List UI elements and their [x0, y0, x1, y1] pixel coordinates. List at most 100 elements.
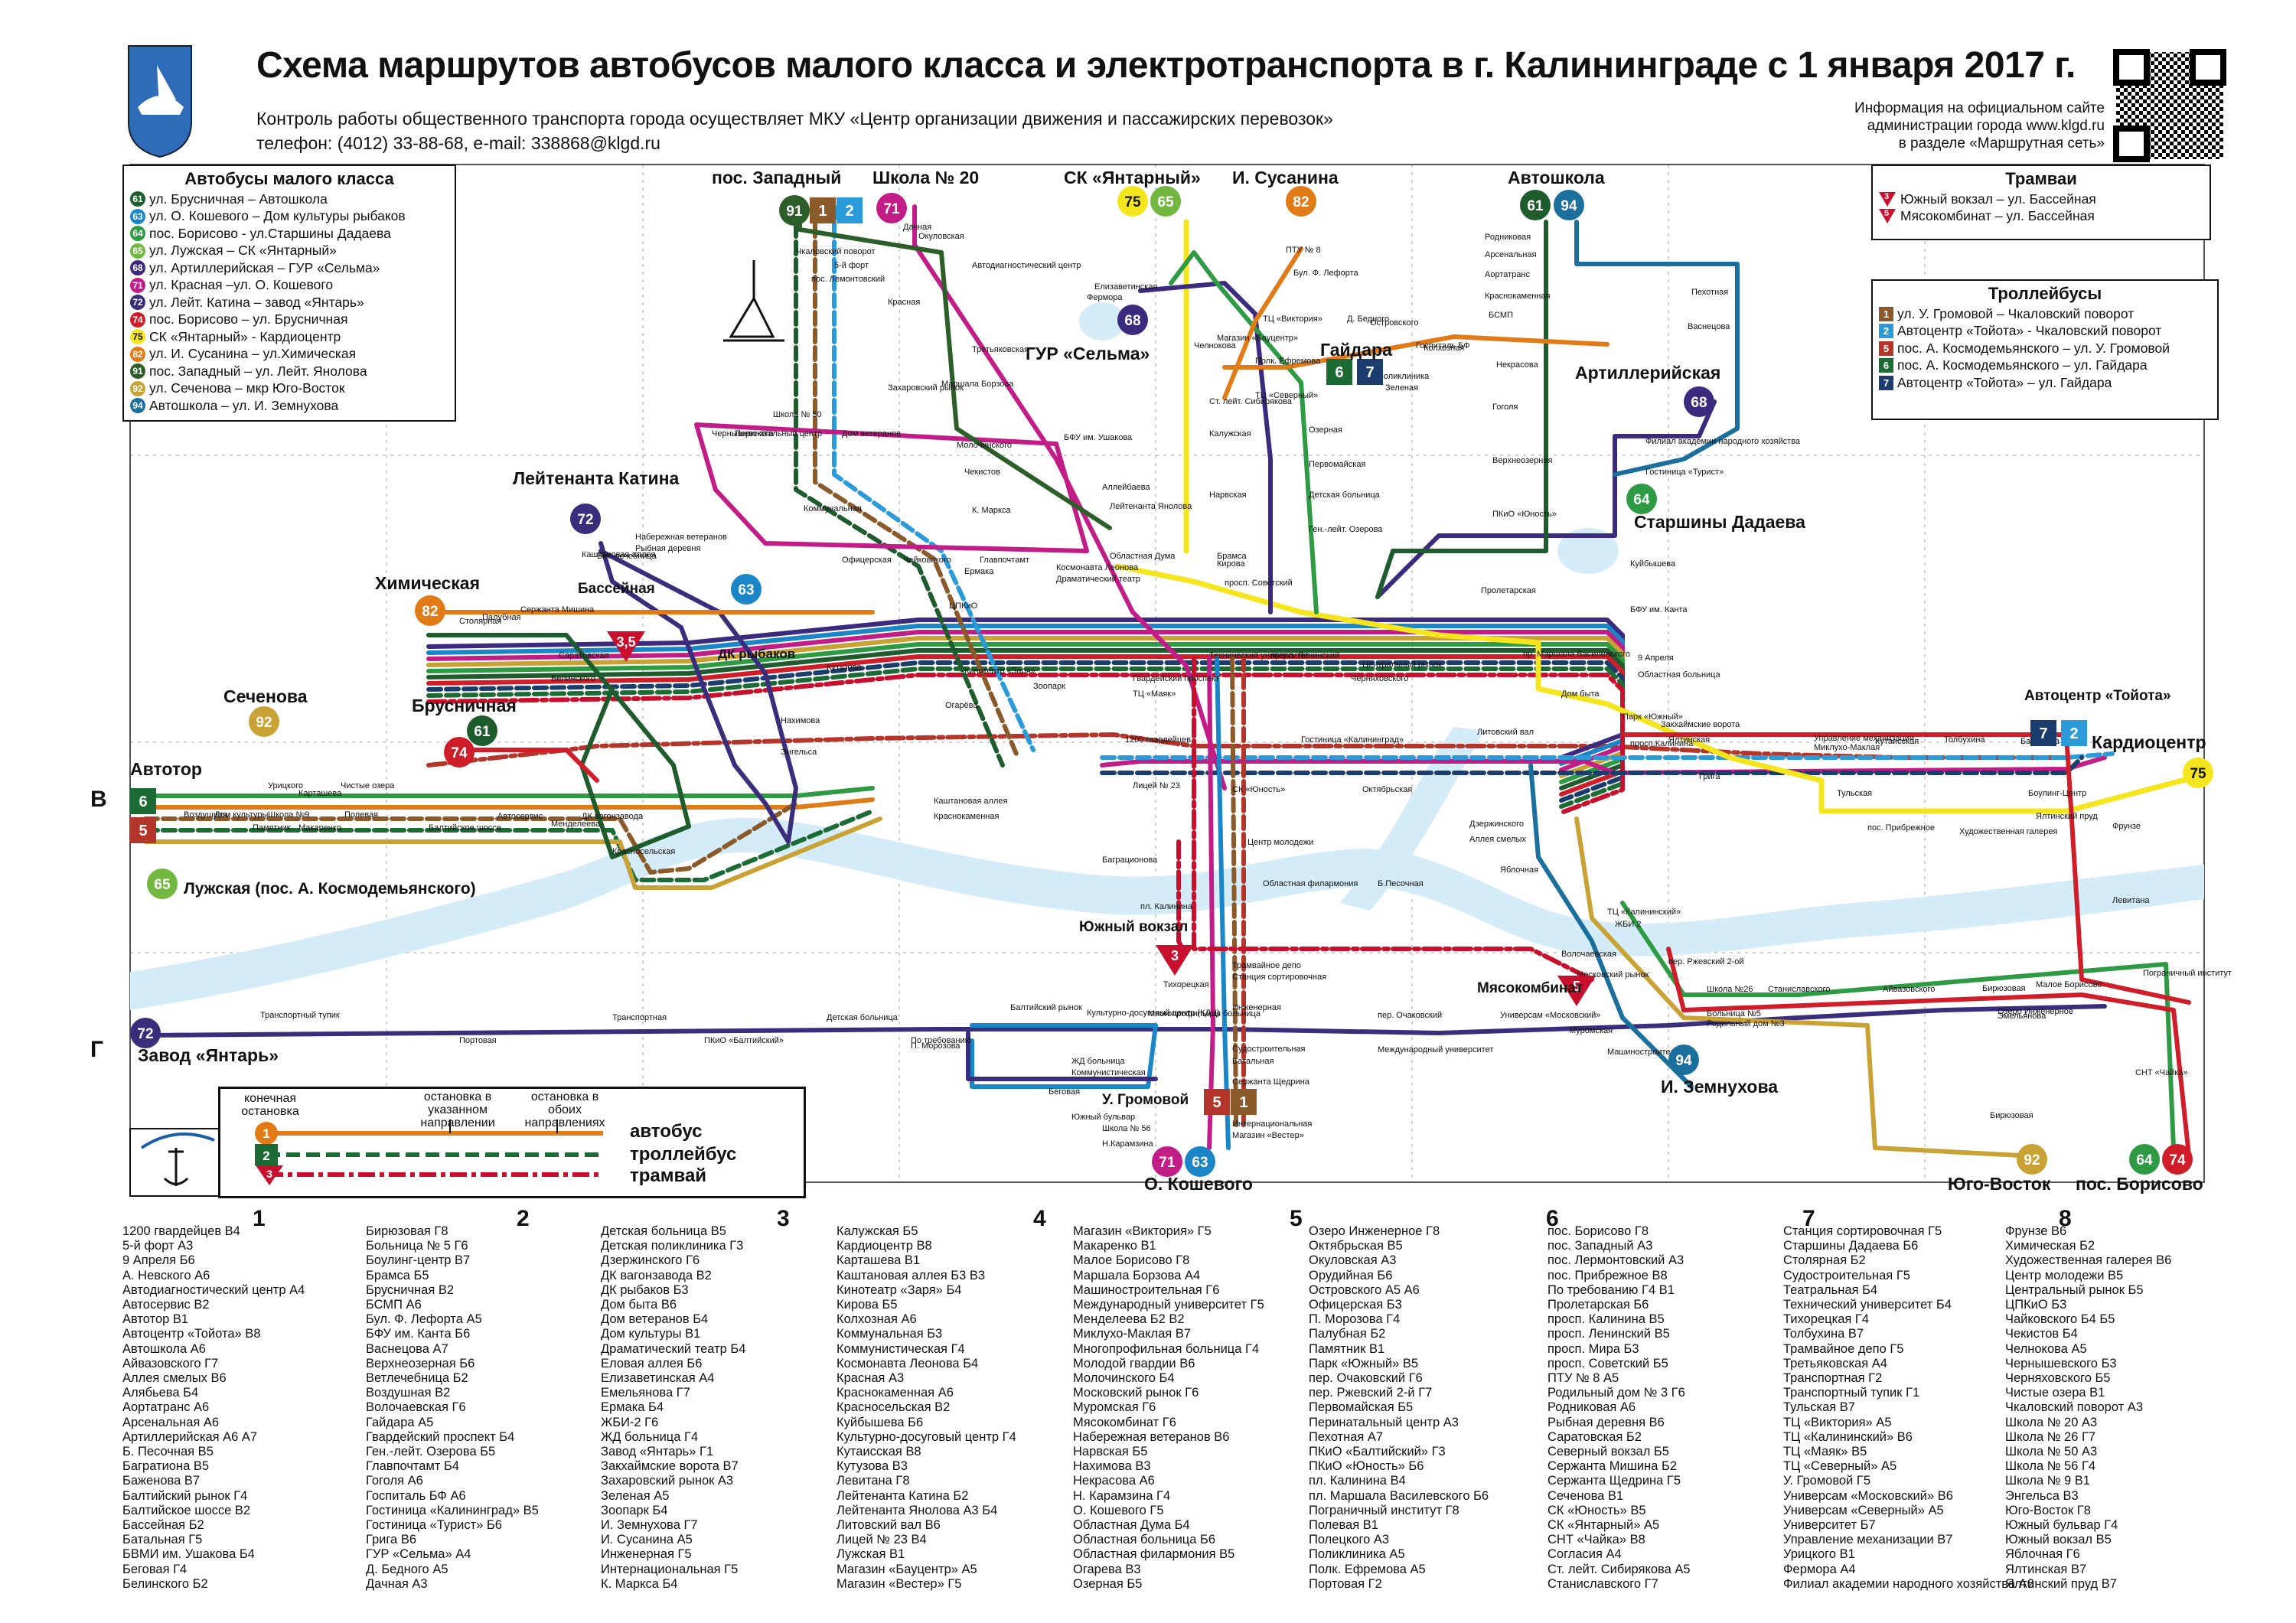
route-badge-65	[1150, 186, 1181, 217]
route-71-loop	[694, 422, 1089, 553]
index-entry: пос. Западный А3	[1548, 1239, 1653, 1253]
index-entry: Сержанта Мишина Б2	[1548, 1459, 1678, 1474]
stop-label: Левитана	[2112, 896, 2150, 905]
stop-label: Лейтенанта Янолова	[1110, 502, 1192, 511]
stop-label: Главпочтамт	[980, 556, 1029, 565]
trolley-badge-number: 5	[1212, 1094, 1221, 1111]
tram-badge: 5	[1879, 209, 1896, 224]
index-entry: пл. Маршала Василевского Б6	[1309, 1488, 1489, 1503]
stop-label: Калужская	[1209, 429, 1251, 438]
index-entry: Пограничный институт Г8	[1309, 1503, 1459, 1517]
trolley-badge-5	[130, 817, 156, 843]
index-entry: ПКиО «Юность» Б6	[1309, 1459, 1424, 1474]
index-entry: Ст. лейт. Сибирякова А5	[1548, 1562, 1691, 1576]
index-entry: ПТУ № 8 А5	[1548, 1371, 1619, 1386]
stop-label: Красносельская	[612, 847, 675, 856]
index-entry: Ялтинская В7	[2005, 1562, 2087, 1576]
key-trolleybus: троллейбус	[630, 1144, 737, 1165]
route-badge-number: 64	[1633, 492, 1650, 508]
route-badge-61	[467, 715, 497, 746]
trolley-badge-2	[2061, 720, 2087, 746]
legend-row: 5 Мясокомбинат – ул. Бассейная	[1873, 208, 2210, 226]
route-75-line	[1114, 563, 2200, 814]
stop-label: Космонавта Леонова	[1056, 563, 1139, 572]
index-entry: Школа № 20 А3	[2005, 1415, 2098, 1429]
index-entry: Каштановая аллея Б3 В3	[837, 1268, 986, 1282]
index-entry: Первомайская Б5	[1309, 1400, 1414, 1415]
stop-label: Чайковского	[903, 556, 951, 565]
index-entry: Универсам «Московский» В6	[1783, 1488, 1953, 1503]
index-entry: Сеченова В1	[1548, 1488, 1624, 1503]
index-entry: Чкаловский поворот А3	[2005, 1400, 2143, 1415]
index-entry: Инженерная Г5	[601, 1547, 692, 1562]
stop-label: пер. Очаковский	[1378, 1011, 1442, 1020]
index-entry: Поликлиника А5	[1309, 1547, 1405, 1562]
index-entry: Багратиона В5	[122, 1459, 210, 1474]
index-entry: У. Громовой Г5	[1783, 1474, 1871, 1488]
terminal-label: Юго-Восток	[1948, 1174, 2051, 1194]
stop-label: Станиславского	[1768, 985, 1830, 994]
index-entry: Огарева В3	[1073, 1562, 1141, 1576]
legend-text: ул. И. Сусанина – ул.Химическая	[149, 346, 357, 362]
index-entry: Машиностроительная Г6	[1073, 1282, 1220, 1297]
index-entry: Артиллерийская А6 А7	[122, 1429, 258, 1444]
index-entry: Емельянова Г7	[601, 1386, 690, 1400]
route-badge: 71	[130, 277, 145, 293]
route-68-line	[1138, 281, 1273, 614]
index-entry: Озеро Инженерное Г8	[1309, 1224, 1440, 1238]
trolley-badge-6	[130, 788, 156, 814]
index-entry: Тульская В7	[1783, 1400, 1855, 1415]
stop-label: Памятник	[253, 823, 291, 833]
svg-text:3: 3	[266, 1168, 272, 1180]
route-badge-68	[1684, 386, 1714, 417]
route-badge-number: 75	[1124, 194, 1141, 210]
stop-label: Ялтинская	[1668, 735, 1710, 745]
stop-label: Муромская	[1569, 1026, 1613, 1035]
stop-label: Дзержинского	[1469, 820, 1524, 829]
index-entry: БВМИ им. Ушакова Б4	[122, 1547, 255, 1562]
stop-label: К. Маркса	[972, 506, 1011, 515]
index-entry: Гостиница «Калининград» В5	[366, 1503, 539, 1517]
index-entry: Саратовская Б2	[1548, 1429, 1642, 1444]
legend-text: ул. Лейт. Катина – завод «Янтарь»	[149, 294, 364, 310]
key-diagram: 1 2 3	[255, 1119, 603, 1185]
index-entry: Полевая В1	[1309, 1518, 1378, 1533]
index-entry: Автосервис В2	[122, 1298, 210, 1312]
stop-label: Бирюзовая	[1982, 984, 2026, 993]
index-entry: Тихорецкая Г4	[1783, 1312, 1870, 1327]
stop-label: Бирюзовая	[1990, 1111, 2033, 1120]
index-entry: Захаровский рынок А3	[601, 1474, 734, 1488]
index-entry: П. Морозова Г4	[1309, 1312, 1401, 1327]
index-entry: Фермора А4	[1783, 1562, 1856, 1576]
route-badge-number: 72	[577, 512, 593, 528]
terminal-label: Брусничная	[412, 696, 517, 715]
tram-badge-number: 5	[1573, 979, 1580, 994]
stop-label: Детская больница	[1309, 490, 1381, 500]
index-entry: ГУР «Сельма» А4	[366, 1547, 471, 1562]
legend-text: Мясокомбинат – ул. Бассейная	[1900, 208, 2095, 224]
index-entry: Станиславского Г7	[1548, 1576, 1658, 1591]
trolley-badge-number: 7	[2039, 725, 2047, 742]
index-entry: Нахимова В3	[1073, 1459, 1151, 1474]
stop-label: Транспортный тупик	[260, 1011, 340, 1020]
index-entry: Автотор В1	[122, 1312, 189, 1327]
terminal-label: Сеченова	[223, 686, 308, 706]
index-entry: Родниковая А6	[1548, 1400, 1636, 1415]
index-entry: Молочинского Б4	[1073, 1371, 1175, 1386]
stop-label: Инженерная	[1232, 1003, 1281, 1012]
index-entry: Муромская Г6	[1073, 1400, 1156, 1415]
route-badge-63	[1185, 1146, 1215, 1177]
stop-label: Миклухо-Маклая	[1814, 743, 1880, 752]
index-entry: ЦПКиО Б3	[2005, 1298, 2067, 1312]
index-entry: ЖБИ-2 Г6	[601, 1415, 659, 1429]
trolley-badge: 6	[1879, 358, 1893, 373]
stop-label: Ген.-лейт. Озерова	[1309, 525, 1383, 534]
trolley-badge-number: 1	[818, 203, 827, 220]
